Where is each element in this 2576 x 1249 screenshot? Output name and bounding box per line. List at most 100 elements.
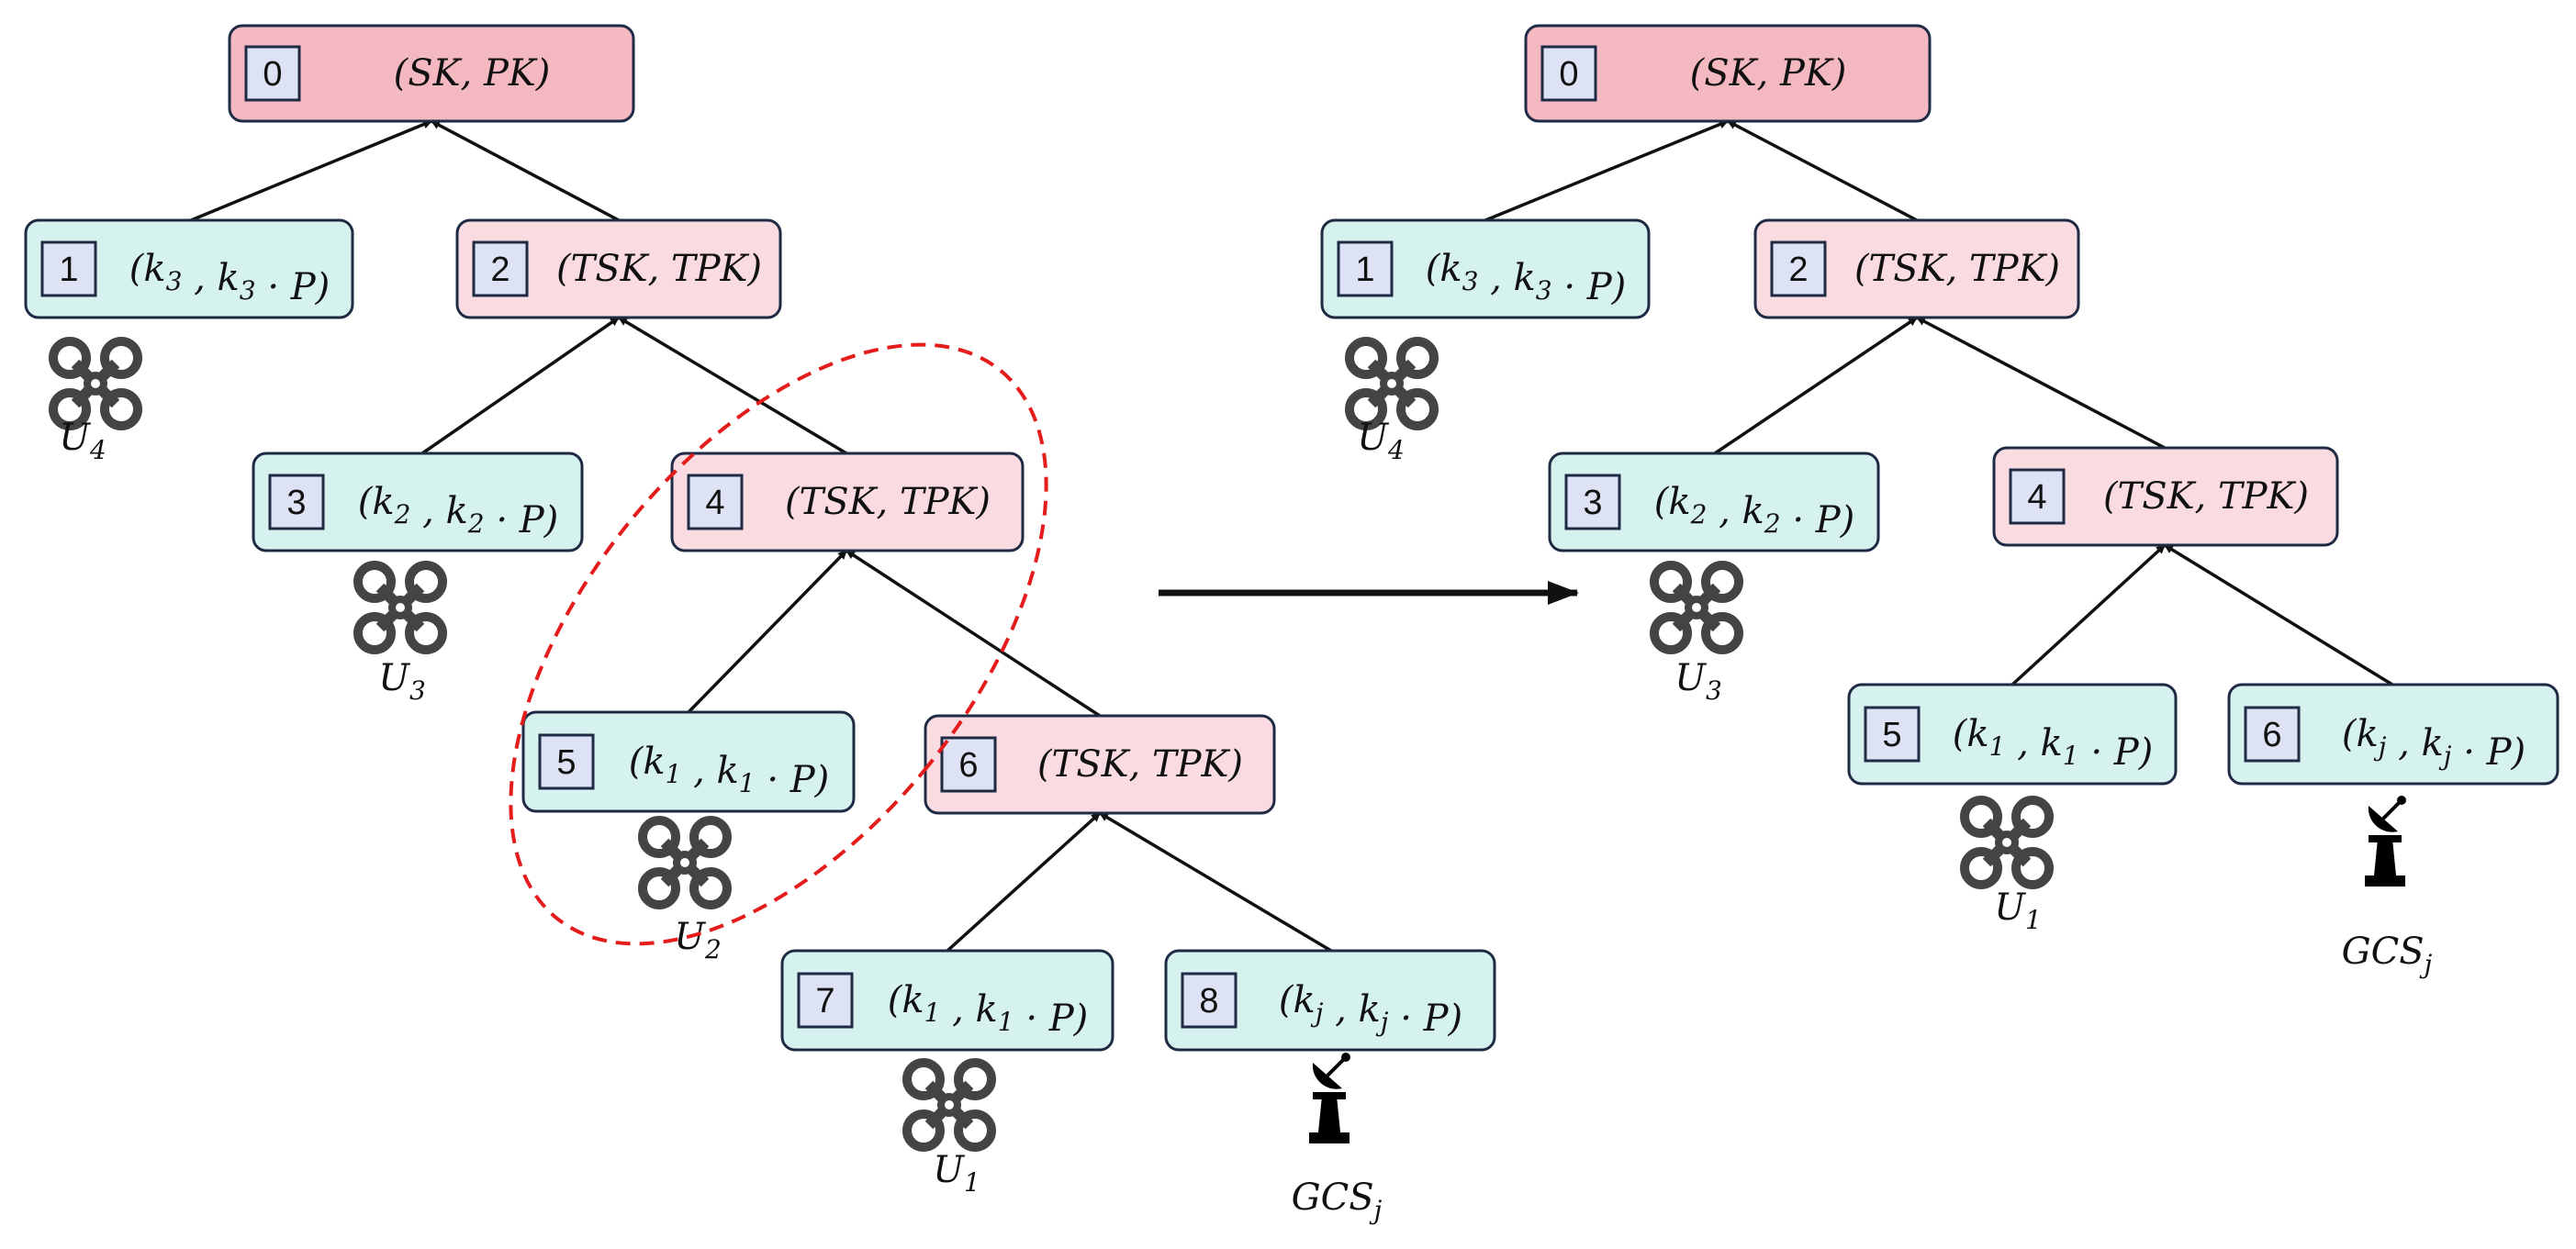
node-key-pair: (kj , kj · P)	[1279, 979, 1462, 1040]
right-node-2: 2 (TSK, TPK)	[1753, 218, 2080, 319]
node-index-box	[1864, 706, 1921, 763]
right-drone-U3: U3	[1654, 565, 1739, 706]
node-index: 4	[705, 484, 724, 522]
node-index: 8	[1199, 982, 1218, 1020]
node-index: 6	[2262, 716, 2281, 754]
node-index: 5	[1882, 716, 1901, 754]
node-index-box	[1181, 972, 1238, 1029]
node-key-pair: (k1 , k1 · P)	[888, 979, 1089, 1040]
right-node-6: 6 (kj , kj · P)	[2227, 683, 2559, 786]
node-key-pair: (TSK, TPK)	[2103, 475, 2309, 518]
left-drone-U3: U3	[358, 565, 442, 706]
node-key-pair: (k1 , k1 · P)	[1953, 713, 2154, 774]
node-index: 5	[556, 743, 576, 782]
node-index-box	[1564, 474, 1621, 530]
node-key-pair: (SK, PK)	[1690, 52, 1847, 95]
left-gcs-j: GCSj	[1292, 1051, 1383, 1225]
node-index-box	[1337, 240, 1394, 297]
node-key-pair: (TSK, TPK)	[1037, 743, 1243, 786]
node-key-pair: (k3 , k3 · P)	[129, 248, 330, 308]
left-edge-1-to-0	[190, 119, 432, 222]
right-edge-2-to-0	[1727, 119, 1918, 222]
device-caption: U4	[1357, 417, 1405, 465]
drone-icon	[358, 565, 442, 650]
left-drone-U4: U4	[53, 341, 138, 465]
node-key-pair: (TSK, TPK)	[556, 248, 762, 290]
right-node-0: 0 (SK, PK)	[1524, 24, 1932, 123]
node-index: 0	[1559, 55, 1578, 94]
node-key-pair: (k2 , k2 · P)	[1654, 481, 1855, 541]
node-index-box	[244, 45, 301, 102]
node-key-pair: (k1 , k1 · P)	[629, 741, 830, 801]
right-edge-3-to-2	[1714, 316, 1918, 455]
right-node-1: 1 (k3 , k3 · P)	[1320, 218, 1651, 319]
node-index-box	[797, 972, 854, 1029]
node-index: 2	[490, 251, 510, 289]
right-gcs-j: GCSj	[2342, 794, 2433, 979]
left-drone-U2: U2	[643, 820, 727, 965]
left-node-1: 1 (k3 , k3 · P)	[24, 218, 354, 319]
right-edge-4-to-2	[1916, 316, 2166, 450]
node-index: 0	[263, 55, 282, 94]
right-node-3: 3 (k2 , k2 · P)	[1548, 452, 1880, 552]
left-edge-3-to-2	[421, 316, 620, 455]
drone-icon	[643, 820, 727, 905]
node-index-box	[1770, 240, 1827, 297]
device-caption: U2	[674, 916, 722, 965]
left-edge-6-to-4	[846, 549, 1101, 718]
node-index: 1	[1355, 251, 1374, 289]
node-index: 7	[815, 982, 834, 1020]
node-index: 4	[2027, 478, 2046, 517]
device-caption: GCSj	[1292, 1177, 1383, 1225]
right-edge-1-to-0	[1484, 119, 1729, 222]
node-key-pair: (k2 , k2 · P)	[358, 481, 559, 541]
right-drone-U1: U1	[1965, 800, 2049, 935]
right-node-5: 5 (k1 , k1 · P)	[1847, 683, 2178, 786]
device-caption: U1	[933, 1149, 980, 1198]
node-index: 3	[1583, 484, 1602, 522]
node-index-box	[2244, 706, 2301, 763]
left-node-2: 2 (TSK, TPK)	[455, 218, 782, 319]
node-index-box	[268, 474, 325, 530]
left-node-6: 6 (TSK, TPK)	[924, 714, 1276, 815]
node-index-box	[40, 240, 97, 297]
device-caption: U4	[59, 417, 106, 465]
node-index-box	[2009, 468, 2066, 525]
left-edge-5-to-4	[687, 549, 848, 714]
drone-icon	[1654, 565, 1739, 650]
node-index: 2	[1788, 251, 1808, 289]
node-index-box	[1540, 45, 1597, 102]
node-index-box	[538, 733, 595, 790]
left-edge-2-to-0	[431, 119, 620, 222]
right-node-4: 4 (TSK, TPK)	[1992, 446, 2339, 547]
node-key-pair: (kj , kj · P)	[2342, 713, 2526, 774]
node-index: 1	[59, 251, 78, 289]
left-node-4: 4 (TSK, TPK)	[670, 452, 1025, 552]
drone-icon	[1965, 800, 2049, 885]
left-drone-U1: U1	[907, 1063, 991, 1198]
left-edge-8-to-6	[1099, 811, 1332, 953]
left-node-8: 8 (kj , kj · P)	[1164, 949, 1496, 1052]
node-index: 6	[958, 746, 978, 785]
ground-station-icon	[1307, 1051, 1352, 1145]
device-caption: U3	[1674, 657, 1722, 706]
node-key-pair: (k3 , k3 · P)	[1426, 248, 1627, 308]
node-key-pair: (TSK, TPK)	[785, 481, 991, 523]
ground-station-icon	[2363, 794, 2408, 888]
left-node-7: 7 (k1 , k1 · P)	[780, 949, 1114, 1052]
node-index-box	[472, 240, 529, 297]
node-index-box	[940, 736, 997, 793]
device-caption: GCSj	[2342, 931, 2433, 979]
drone-icon	[1350, 341, 1434, 426]
left-node-0: 0(SK, PK)	[228, 24, 635, 123]
left-node-5: 5 (k1 , k1 · P)	[521, 710, 856, 813]
highlight-ellipse	[509, 342, 1048, 946]
right-edge-6-to-4	[2164, 543, 2393, 686]
left-edge-4-to-2	[618, 316, 847, 455]
node-key-pair: (TSK, TPK)	[1854, 248, 2060, 290]
right-drone-U4: U4	[1350, 341, 1434, 465]
drone-icon	[53, 341, 138, 426]
right-edge-5-to-4	[2010, 543, 2167, 686]
device-caption: U1	[1994, 887, 2042, 935]
